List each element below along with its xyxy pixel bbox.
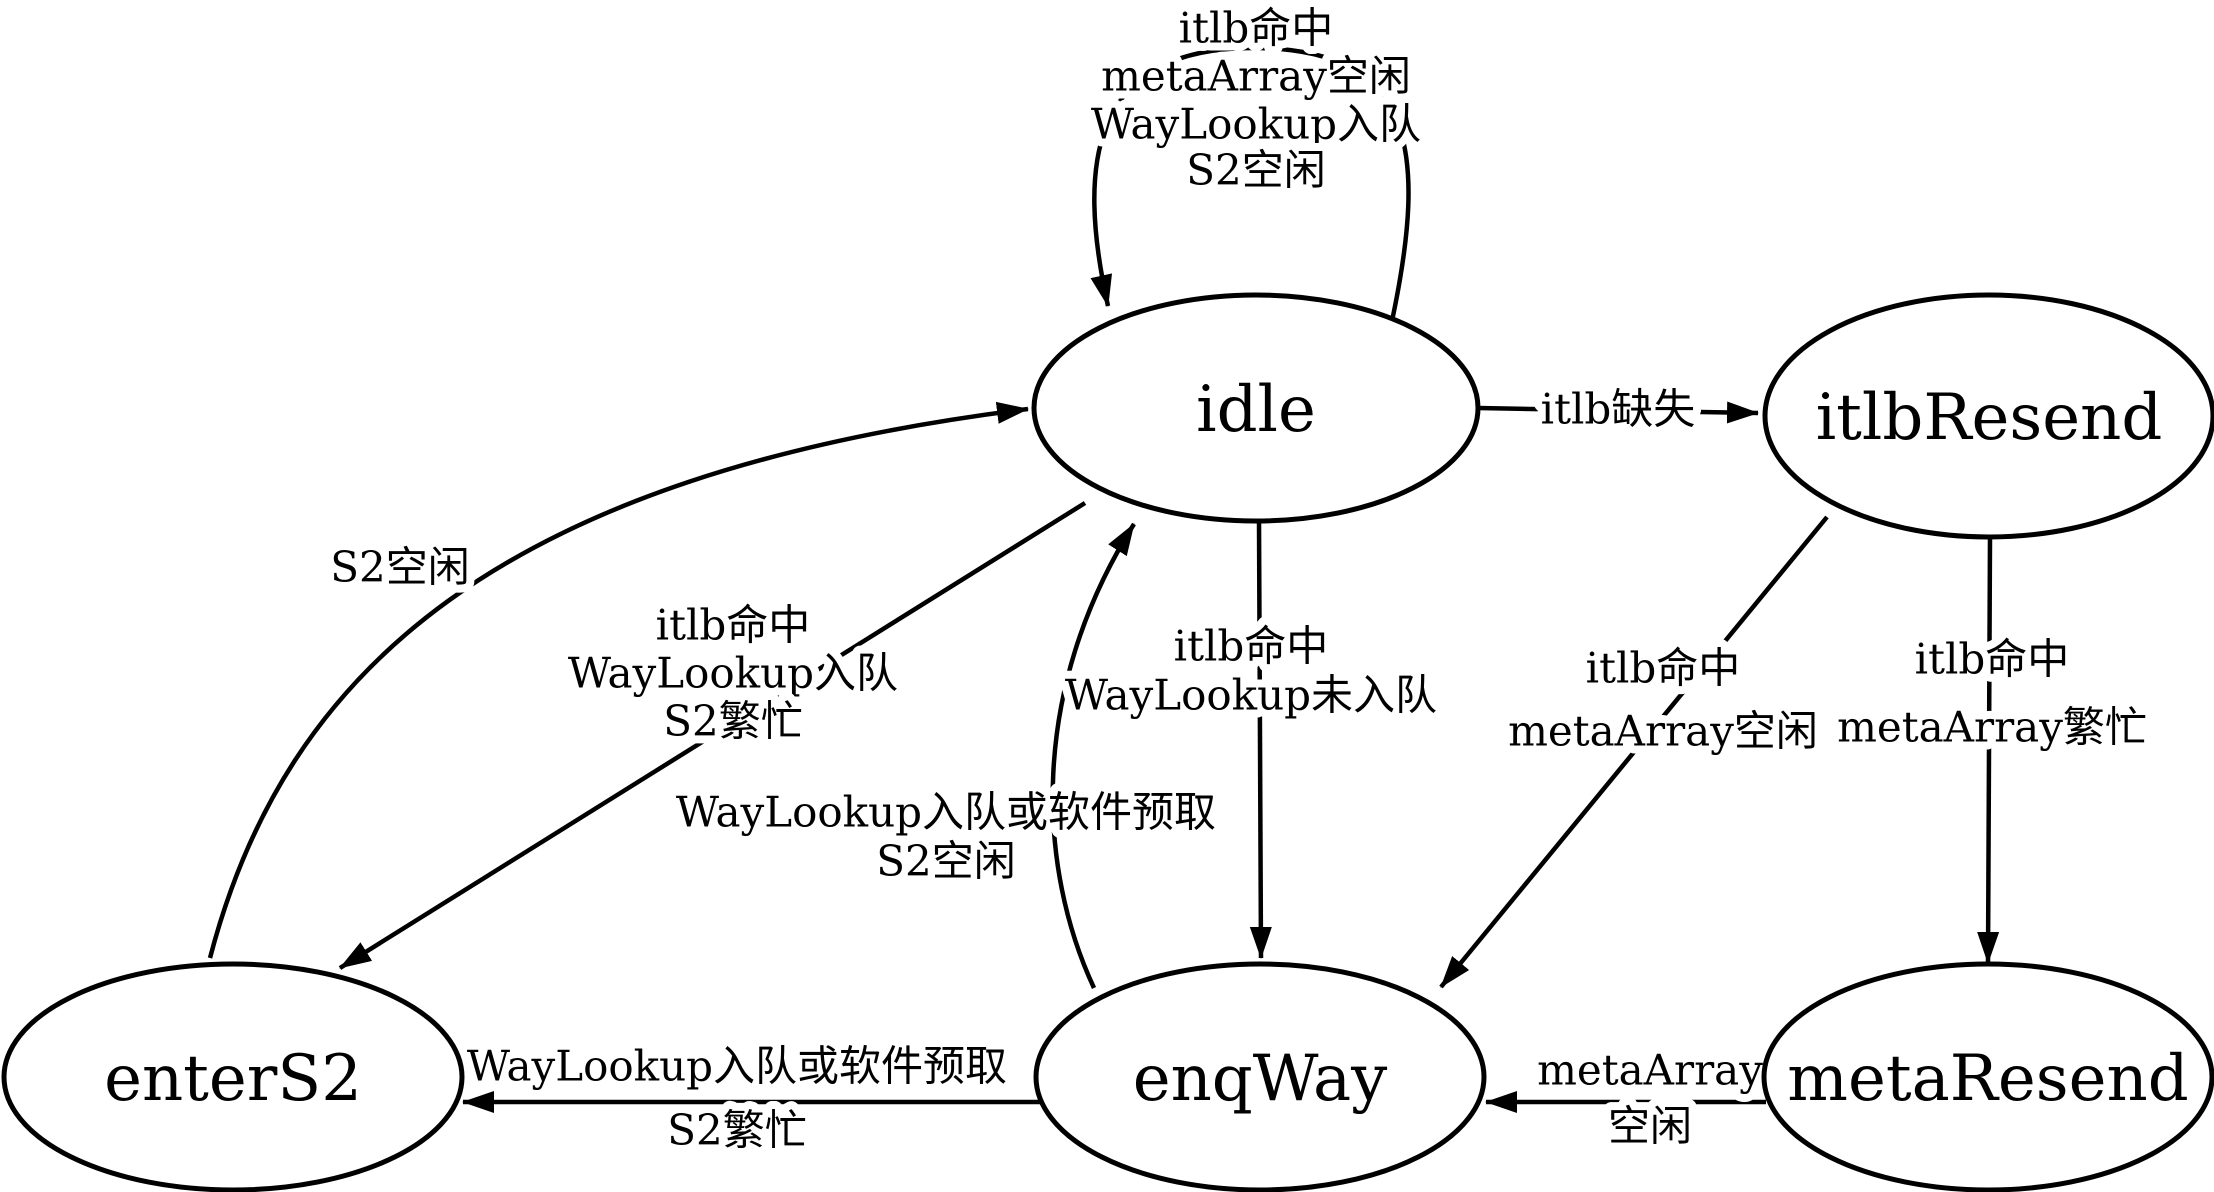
edge-label-itlbresend-to-enqway: itlb命中 metaArray空闲	[1500, 636, 1826, 764]
state-itlbresend-label: itlbResend	[1816, 381, 2163, 455]
edge-label-line: itlb命中	[656, 601, 811, 650]
edge-label-line: metaArray空闲	[1508, 707, 1818, 756]
edge-label-idle-to-itlbresend: itlb缺失	[1533, 377, 1704, 442]
edge-label-line: metaArray繁忙	[1837, 703, 2147, 752]
edge-enters2-to-idle	[207, 401, 1029, 959]
state-enters2: enterS2	[1, 961, 465, 1192]
state-metaresend: metaResend	[1761, 961, 2214, 1192]
edge-enqway-to-idle	[1050, 522, 1136, 989]
edge-label-enqway-to-enters2: WayLookup入队或软件预取 S2繁忙	[459, 1034, 1015, 1163]
edge-label-line: S2空闲	[330, 543, 470, 592]
edge-label-line: WayLookup未入队	[1065, 671, 1437, 720]
state-metaresend-ellipse	[1761, 961, 2214, 1192]
state-itlbresend-ellipse	[1762, 292, 2214, 540]
edge-label-enqway-to-idle: WayLookup入队或软件预取 S2空闲	[668, 780, 1224, 894]
state-itlbresend: itlbResend	[1762, 292, 2214, 540]
edge-label-idle-to-enqway: itlb命中 WayLookup未入队	[1057, 614, 1445, 728]
edge-itlbresend-to-enqway	[1439, 515, 1829, 989]
edge-itlbresend-to-metaresend	[1977, 536, 2000, 964]
state-enqway: enqWay	[1033, 961, 1487, 1192]
edge-idle-to-itlbresend	[1477, 401, 1759, 424]
state-idle-label: idle	[1196, 373, 1316, 447]
edge-label-enters2-to-idle: S2空闲	[322, 535, 478, 600]
edge-label-line: itlb命中	[1586, 644, 1741, 693]
state-idle: idle	[1031, 292, 1481, 524]
state-enters2-label: enterS2	[104, 1042, 362, 1116]
edge-idle-to-enqway	[1249, 520, 1272, 959]
edge-label-line: S2繁忙	[667, 1106, 807, 1155]
edge-label-line: itlb命中	[1174, 622, 1329, 671]
edge-label-itlbresend-to-metaresend: itlb命中 metaArray繁忙	[1829, 627, 2155, 760]
edge-label-line: 空闲	[1608, 1102, 1692, 1151]
edge-label-idle-to-enters2: itlb命中 WayLookup入队 S2繁忙	[560, 593, 906, 754]
edge-label-line: S2空闲	[1186, 146, 1326, 195]
state-enters2-ellipse	[1, 961, 465, 1192]
edge-label-line: S2空闲	[876, 837, 1016, 886]
edge-label-line: WayLookup入队	[1091, 100, 1421, 149]
edge-label-line: WayLookup入队	[568, 649, 898, 698]
edge-label-line: metaArray	[1537, 1046, 1763, 1095]
edge-label-idle-self: itlb命中 metaArray空闲 WayLookup入队 S2空闲	[1083, 0, 1429, 203]
state-enqway-label: enqWay	[1133, 1042, 1388, 1116]
edge-idle-to-enters2	[338, 501, 1087, 970]
state-enqway-ellipse	[1033, 961, 1487, 1192]
edge-label-line: itlb命中	[1179, 4, 1334, 53]
edge-label-line: itlb命中	[1915, 635, 2070, 684]
edge-label-metaresend-to-enqway: metaArray 空闲	[1529, 1038, 1771, 1159]
edge-label-line: metaArray空闲	[1101, 52, 1411, 101]
edge-label-line: WayLookup入队或软件预取	[467, 1042, 1007, 1091]
state-idle-ellipse	[1031, 292, 1481, 524]
edge-label-line: WayLookup入队或软件预取	[676, 788, 1216, 837]
edge-idle-self	[1090, 45, 1411, 322]
edge-label-line: S2繁忙	[663, 697, 803, 746]
edge-label-line: itlb缺失	[1541, 385, 1696, 434]
state-metaresend-label: metaResend	[1787, 1042, 2188, 1116]
